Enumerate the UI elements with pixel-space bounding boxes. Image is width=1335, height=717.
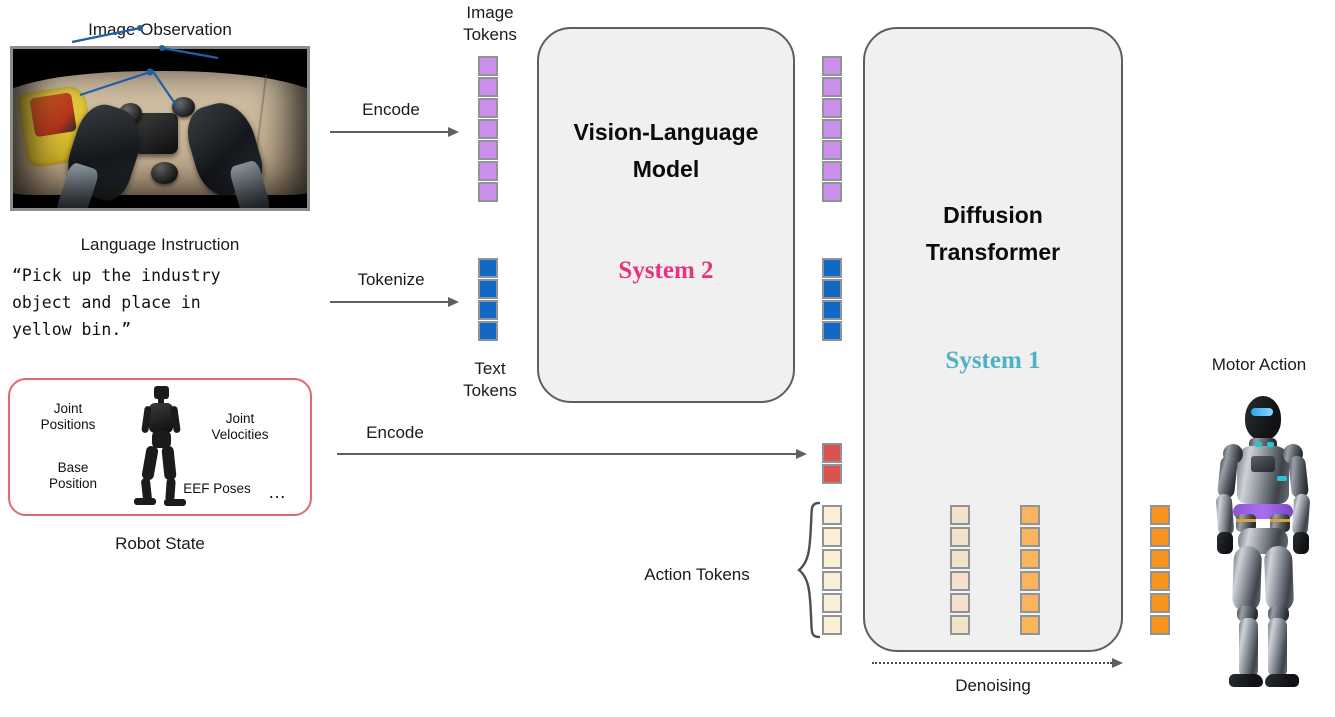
diffusion-transformer-box: Diffusion Transformer System 1 (863, 27, 1123, 652)
token-square (822, 464, 842, 484)
token-column-dit-noisy (950, 505, 970, 637)
vlm-system-label: System 2 (618, 257, 714, 284)
token-square (822, 549, 842, 569)
language-instruction-label: Language Instruction (80, 235, 240, 254)
token-column-output-tokens (1150, 505, 1170, 637)
token-square (1150, 615, 1170, 635)
image-tokens-label: Image Tokens (463, 3, 517, 44)
robot-state-label: Robot State (115, 534, 205, 553)
vision-language-model-box: Vision-Language Model System 2 (537, 27, 795, 403)
token-square (822, 258, 842, 278)
robot-state-humanoid-illustration (130, 386, 192, 510)
arrow-label-tokenize-text: Tokenize (357, 270, 425, 289)
token-square (822, 77, 842, 97)
token-column-action-tokens (822, 505, 842, 637)
dit-title-line2: Transformer (925, 239, 1061, 265)
action-tokens-label: Action Tokens (644, 565, 750, 584)
token-square (1150, 571, 1170, 591)
token-square (822, 571, 842, 591)
callout-ellipsis: … (268, 482, 286, 502)
token-column-dit-mid (1020, 505, 1040, 637)
token-square (950, 527, 970, 547)
action-tokens-brace (797, 501, 821, 639)
token-square (478, 56, 498, 76)
token-square (1020, 505, 1040, 525)
vlm-title-line2: Model (632, 156, 700, 182)
language-instruction-text: “Pick up the industry object and place i… (12, 266, 221, 339)
token-square (822, 321, 842, 341)
token-square (822, 505, 842, 525)
token-square (478, 98, 498, 118)
token-square (950, 571, 970, 591)
denoising-arrow-head (1112, 658, 1123, 668)
token-square (950, 505, 970, 525)
token-square (478, 182, 498, 202)
token-square (1020, 549, 1040, 569)
token-square (1150, 549, 1170, 569)
vlm-title-line1: Vision-Language (573, 119, 759, 145)
motor-action-label: Motor Action (1211, 355, 1307, 374)
dit-system-label: System 1 (945, 347, 1041, 374)
callout-eef-poses: EEF Poses (183, 481, 251, 496)
token-square (478, 77, 498, 97)
token-square (822, 119, 842, 139)
motor-action-robot-illustration (1193, 388, 1333, 708)
token-square (822, 443, 842, 463)
token-square (822, 300, 842, 320)
arrow-encode-image (330, 131, 448, 133)
token-square (478, 119, 498, 139)
callout-base-position: Base Position (48, 460, 98, 491)
robot-scene-illustration (13, 49, 307, 208)
token-square (1020, 593, 1040, 613)
arrow-head-encode-image (448, 127, 459, 137)
text-tokens-label: Text Tokens (463, 359, 517, 400)
token-square (478, 161, 498, 181)
arrow-label-encode-image: Encode (362, 100, 420, 119)
callout-joint-positions: Joint Positions (40, 401, 96, 432)
arrow-tokenize-text (330, 301, 448, 303)
token-column-text-tokens (478, 258, 498, 342)
token-square (822, 140, 842, 160)
image-observation-label: Image Observation (88, 20, 232, 39)
arrow-head-encode-state (796, 449, 807, 459)
token-square (822, 161, 842, 181)
token-square (1020, 615, 1040, 635)
token-square (1150, 527, 1170, 547)
token-square (822, 56, 842, 76)
token-square (1020, 571, 1040, 591)
token-square (822, 527, 842, 547)
token-square (822, 279, 842, 299)
token-square (822, 593, 842, 613)
token-square (950, 615, 970, 635)
robot-state-callout-lines (71, 25, 219, 109)
token-square (1150, 593, 1170, 613)
token-column-image-tokens (478, 56, 498, 203)
token-square (478, 321, 498, 341)
arrow-label-encode-state: Encode (366, 423, 424, 442)
callout-joint-velocities: Joint Velocities (211, 411, 269, 442)
denoising-label: Denoising (955, 676, 1031, 695)
dit-title-line1: Diffusion (943, 202, 1043, 228)
token-square (478, 140, 498, 160)
token-square (950, 593, 970, 613)
token-square (822, 98, 842, 118)
token-square (478, 258, 498, 278)
token-square (822, 182, 842, 202)
token-square (822, 615, 842, 635)
denoising-arrow-line (872, 662, 1112, 666)
token-square (1150, 505, 1170, 525)
token-square (950, 549, 970, 569)
token-square (1020, 527, 1040, 547)
token-square (478, 279, 498, 299)
image-observation-thumbnail (10, 46, 310, 211)
token-column-state-tokens (822, 443, 842, 485)
arrow-encode-state (337, 453, 796, 455)
token-column-vlm-output-image (822, 56, 842, 203)
arrow-head-tokenize-text (448, 297, 459, 307)
token-square (478, 300, 498, 320)
token-column-vlm-output-text (822, 258, 842, 342)
